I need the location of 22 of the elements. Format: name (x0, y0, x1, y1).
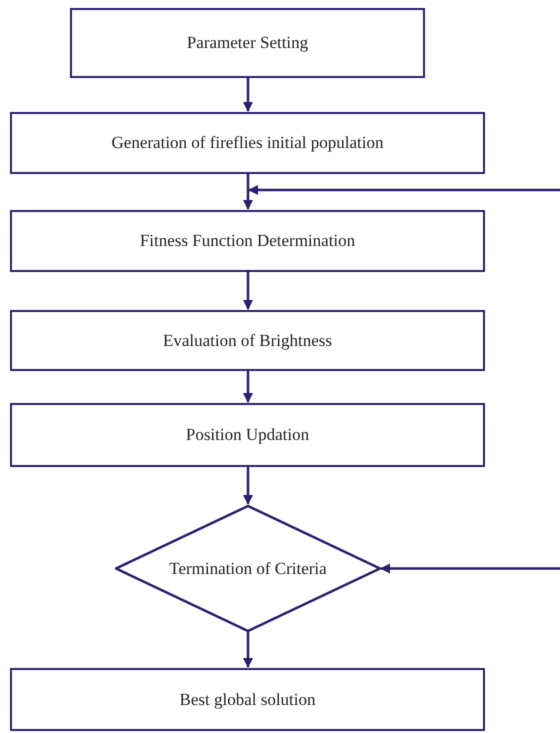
arrow (243, 78, 253, 112)
node-label: Generation of fireflies initial population (112, 133, 384, 153)
arrow (243, 272, 253, 310)
node-label: Evaluation of Brightness (162, 330, 332, 350)
arrow (243, 174, 253, 210)
arrow (380, 564, 560, 574)
node-label: Termination of Criteria (169, 558, 327, 578)
process-box (10, 668, 485, 731)
arrow (243, 467, 253, 505)
process-box (10, 310, 485, 371)
arrow (248, 185, 560, 195)
arrow (243, 371, 253, 403)
node-label: Parameter Setting (186, 33, 308, 53)
arrow (243, 632, 253, 668)
node-label: Fitness Function Determination (140, 231, 356, 251)
process-box (10, 210, 485, 272)
process-box (70, 8, 425, 78)
node-label: Best global solution (180, 690, 316, 710)
process-box (10, 403, 485, 467)
decision-diamond (115, 505, 381, 632)
process-box (10, 112, 485, 174)
node-label: Position Updation (186, 425, 310, 445)
